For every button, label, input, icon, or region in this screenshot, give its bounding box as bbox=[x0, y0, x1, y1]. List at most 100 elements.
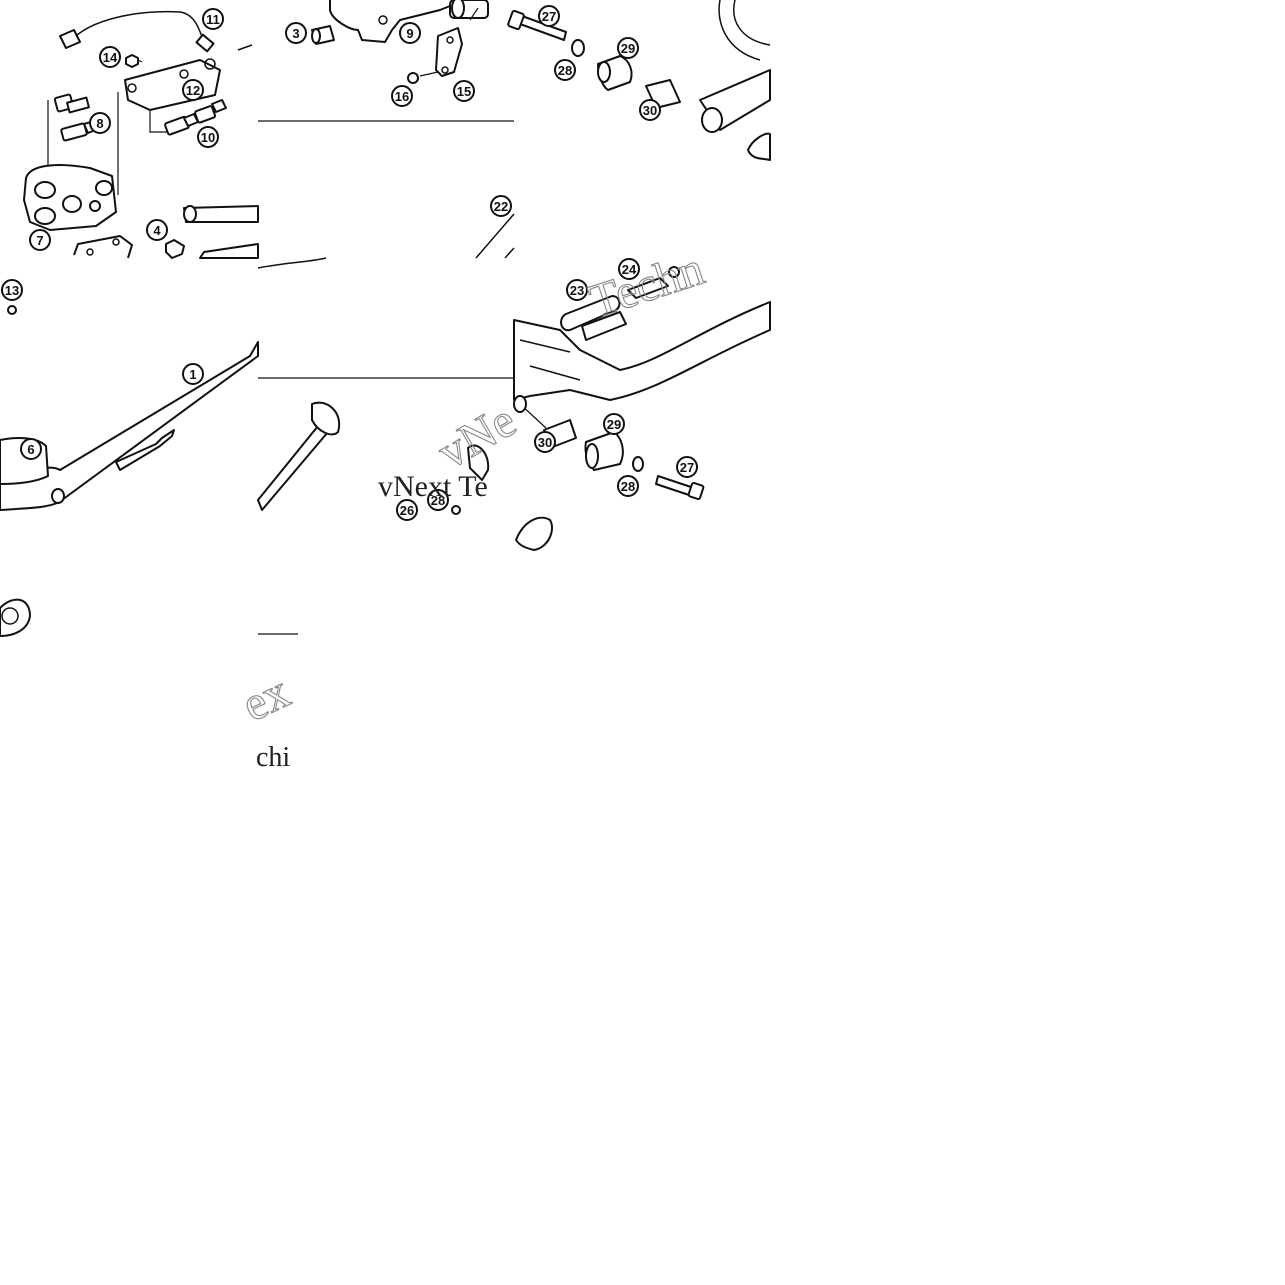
callout-circle bbox=[197, 126, 219, 148]
callout-27: 27 bbox=[676, 456, 698, 478]
callout-label: 7 bbox=[36, 233, 43, 248]
callout-label: 26 bbox=[400, 503, 414, 518]
callout-label: 14 bbox=[103, 50, 118, 65]
bracket-24 bbox=[627, 277, 669, 299]
callout-label: 13 bbox=[5, 283, 19, 298]
callout-27: 27 bbox=[538, 5, 560, 27]
frame-member-right bbox=[513, 301, 771, 401]
callout-circle bbox=[182, 363, 204, 385]
mount-hole bbox=[34, 181, 56, 199]
washer-13 bbox=[7, 305, 17, 315]
callout-circle bbox=[453, 80, 475, 102]
callout-label: 28 bbox=[621, 479, 635, 494]
callout-label: 28 bbox=[431, 493, 445, 508]
callout-label: 4 bbox=[153, 223, 161, 238]
callout-circle bbox=[29, 229, 51, 251]
clip bbox=[467, 444, 490, 481]
callout-circle bbox=[538, 5, 560, 27]
tile-middle-right bbox=[513, 266, 771, 551]
callout-label: 30 bbox=[538, 435, 552, 450]
watermark-main: vNext Te bbox=[378, 470, 488, 503]
leader-line bbox=[469, 7, 479, 21]
callout-label: 3 bbox=[292, 26, 299, 41]
lower-plate bbox=[73, 235, 133, 259]
frame-eye bbox=[0, 598, 31, 637]
sensor-cable bbox=[69, 10, 206, 47]
callout-circle bbox=[603, 413, 625, 435]
bolt-10-a bbox=[164, 113, 199, 136]
callout-label: 28 bbox=[558, 63, 572, 78]
watermark-outline-2: Techn bbox=[583, 242, 710, 328]
bolt-8-upper bbox=[53, 93, 90, 114]
callout-12: 12 bbox=[182, 79, 204, 101]
callout-8: 8 bbox=[89, 112, 111, 134]
washer-28-lower bbox=[632, 456, 644, 472]
tube-end-lower bbox=[199, 243, 259, 259]
bracket-12-hole bbox=[127, 83, 137, 93]
tile-center bbox=[257, 377, 514, 515]
callout-label: 10 bbox=[201, 130, 215, 145]
callout-circle bbox=[566, 279, 588, 301]
callout-14: 14 bbox=[99, 46, 121, 68]
callout-11: 11 bbox=[202, 8, 224, 30]
frame-inner bbox=[519, 339, 581, 381]
callout-23: 23 bbox=[566, 279, 588, 301]
callout-label: 1 bbox=[189, 367, 196, 382]
callout-circle bbox=[427, 489, 449, 511]
nut-16 bbox=[407, 72, 419, 84]
callout-circle bbox=[617, 475, 639, 497]
frame-arc bbox=[257, 257, 327, 269]
frame-diagonal bbox=[475, 213, 515, 259]
callout-circle bbox=[490, 195, 512, 217]
callout-circle bbox=[202, 8, 224, 30]
callout-label: 24 bbox=[622, 262, 637, 277]
callout-28: 28 bbox=[617, 475, 639, 497]
callout-circle bbox=[182, 79, 204, 101]
tile-top-center bbox=[257, 0, 515, 269]
tile-top-left bbox=[23, 10, 259, 259]
mount-hole bbox=[34, 207, 56, 225]
callout-label: 16 bbox=[395, 89, 409, 104]
watermark-fragment: chi bbox=[256, 742, 290, 773]
knuckle-bracket bbox=[329, 0, 456, 43]
long-bolt-26 bbox=[257, 425, 329, 511]
callout-label: 30 bbox=[643, 103, 657, 118]
sensor-head bbox=[195, 33, 215, 53]
frame-diagonal bbox=[504, 247, 515, 259]
small-bolt bbox=[237, 44, 253, 51]
frame-clamp bbox=[747, 132, 771, 161]
mount-hole bbox=[62, 195, 82, 213]
callout-circle bbox=[396, 499, 418, 521]
callout-circle bbox=[89, 112, 111, 134]
sensor-connector bbox=[59, 29, 81, 49]
callout-circle bbox=[534, 431, 556, 453]
callout-28: 28 bbox=[427, 489, 449, 511]
callout-29: 29 bbox=[603, 413, 625, 435]
callout-circle bbox=[618, 258, 640, 280]
mount-hole bbox=[89, 200, 101, 212]
washer-28-upper bbox=[571, 39, 585, 57]
callout-label: 12 bbox=[186, 83, 200, 98]
callout-30: 30 bbox=[639, 99, 661, 121]
bracket-12-hole bbox=[179, 69, 189, 79]
callout-circle bbox=[399, 22, 421, 44]
callout-7: 7 bbox=[29, 229, 51, 251]
tile-middle-left bbox=[0, 305, 259, 511]
mount-hole bbox=[95, 180, 113, 196]
frame-hook bbox=[515, 516, 553, 551]
callout-30: 30 bbox=[534, 431, 556, 453]
callout-16: 16 bbox=[391, 85, 413, 107]
callout-label: 15 bbox=[457, 84, 471, 99]
callout-label: 8 bbox=[96, 116, 103, 131]
callout-10: 10 bbox=[197, 126, 219, 148]
nut-14 bbox=[125, 54, 139, 68]
callout-label: 29 bbox=[621, 41, 635, 56]
watermark-layer: vNext Te vNe Techn ex chi bbox=[234, 241, 711, 773]
callout-circle bbox=[285, 22, 307, 44]
callout-3: 3 bbox=[285, 22, 307, 44]
bolt-10-b bbox=[194, 99, 227, 124]
callout-label: 6 bbox=[27, 442, 34, 457]
stud-23b bbox=[581, 311, 627, 341]
